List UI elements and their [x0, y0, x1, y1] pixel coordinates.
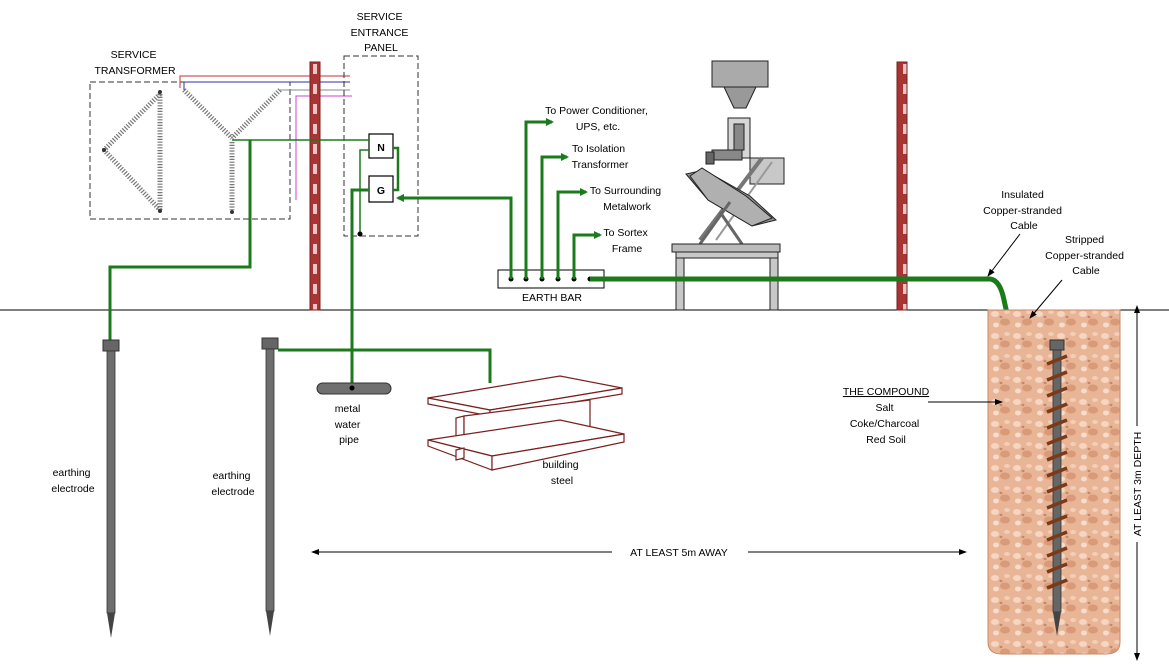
transformer-ground-wire: [108, 140, 252, 342]
wall-post-left: [309, 61, 321, 311]
stripped-cable-label: Stripped Copper-stranded Cable: [1045, 234, 1127, 277]
sortex-machine-icon: [671, 60, 785, 311]
compound-items: Salt Coke/Charcoal Red Soil: [850, 402, 922, 446]
service-entrance-panel-label: SERVICE ENTRANCE PANEL: [351, 11, 412, 54]
wire-to-isolation-transformer: [540, 153, 569, 279]
earth-bar-label: EARTH BAR: [522, 292, 582, 304]
earth-bar-to-panel-wire: [396, 194, 513, 279]
earthing-electrode-2: [261, 337, 279, 636]
compound-title: THE COMPOUND: [843, 386, 930, 398]
water-pipe-wire: [350, 188, 369, 388]
wire-to-surrounding-metalwork: [556, 188, 588, 279]
wye-winding-icon: [182, 88, 282, 210]
service-entrance-panel: SERVICE ENTRANCE PANEL N G: [343, 11, 419, 237]
wire-to-sortex-frame: [572, 231, 602, 279]
destination-power-conditioner: To Power Conditioner, UPS, etc.: [545, 105, 651, 133]
stripped-cable-pointer: [1029, 279, 1063, 319]
building-steel-icon: [427, 375, 625, 471]
destination-isolation-transformer: To Isolation Transformer: [572, 143, 629, 171]
phase-wires: [179, 75, 352, 200]
ground-terminal-label: G: [377, 185, 385, 197]
neutral-ground-bond: [393, 146, 400, 192]
transformer-box: [89, 81, 291, 220]
building-steel-label: building steel: [542, 459, 581, 487]
depth-label-bg: [1129, 426, 1145, 542]
panel-box: [343, 55, 419, 237]
depth-label: AT LEAST 3m DEPTH: [1132, 432, 1144, 536]
insulated-cable-pointer: [987, 233, 1021, 277]
earthing-electrode-2-label: earthing electrode: [211, 470, 254, 498]
panel-bond-wire: [359, 149, 369, 234]
destination-surrounding-metalwork: To Surrounding Metalwork: [590, 185, 664, 213]
destination-sortex-frame: To Sortex Frame: [603, 227, 650, 255]
compound-electrode: [1046, 339, 1068, 636]
service-transformer-label: SERVICE TRANSFORMER: [94, 49, 176, 77]
neutral-terminal: [368, 133, 394, 159]
distance-label: AT LEAST 5m AWAY: [630, 547, 728, 559]
service-transformer: SERVICE TRANSFORMER: [89, 49, 291, 220]
delta-winding-icon: [102, 92, 163, 212]
earth-bar: EARTH BAR: [497, 269, 605, 304]
earthing-electrode-1: [102, 339, 120, 638]
insulated-cable-label: Insulated Copper-stranded Cable: [983, 189, 1065, 232]
neutral-terminal-label: N: [377, 142, 385, 154]
earthing-electrode-1-label: earthing electrode: [51, 467, 94, 495]
electrode-to-steel-wire: [278, 348, 492, 383]
wall-post-right: [896, 61, 908, 311]
metal-water-pipe-label: metal water pipe: [334, 403, 364, 446]
wire-to-power-conditioner: [524, 118, 554, 279]
